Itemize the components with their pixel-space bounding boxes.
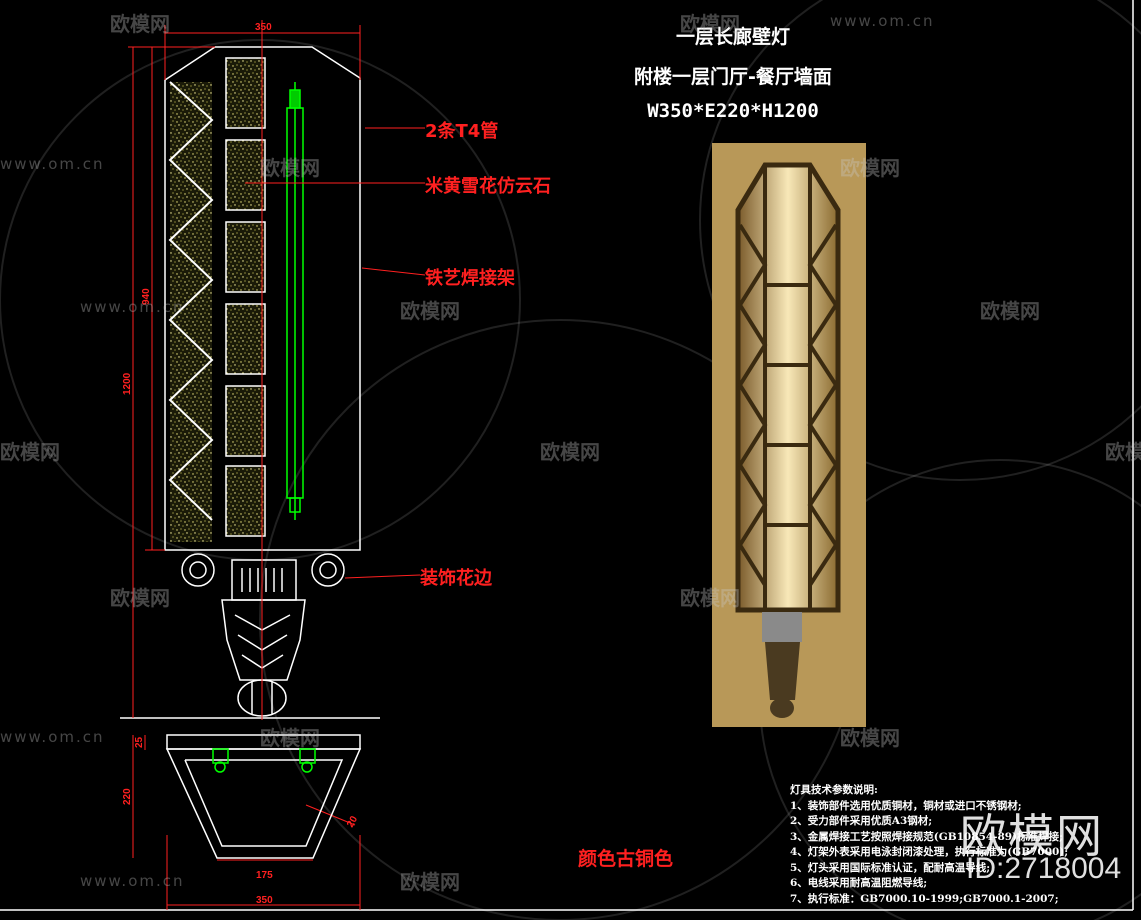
dimension-lines (128, 25, 426, 910)
t4-tube (286, 82, 304, 520)
watermark-url: www.om.cn (830, 12, 935, 30)
zigzag-frame (168, 81, 214, 521)
watermark-large: 欧模网 (960, 809, 1104, 863)
watermark-url: www.om.cn (0, 155, 105, 173)
watermark: 欧模网 (680, 586, 740, 610)
title-line-2: 附楼一层门厅-餐厅墙面 (634, 66, 832, 88)
dim-plan-thickness: 20 (345, 814, 360, 830)
watermark: 欧模网 (680, 12, 740, 36)
note-item: 3、金属焊接工艺按照焊接规范(GB10854-89)标准焊接; (790, 830, 1063, 843)
decorative-trim (181, 553, 345, 717)
stone-tiles (225, 57, 266, 537)
watermark: 欧模网 (110, 12, 170, 36)
callout-frame: 铁艺焊接架 (425, 268, 515, 289)
note-item: 2、受力部件采用优质A3钢材; (790, 815, 933, 827)
lamp-elevation (164, 20, 361, 720)
callout-trim: 装饰花边 (420, 568, 492, 589)
notes-heading: 灯具技术参数说明: (790, 784, 878, 796)
dim-height-total: 1200 (122, 372, 133, 395)
watermark-url: www.om.cn (80, 872, 185, 890)
watermark: 欧模网 (110, 586, 170, 610)
color-note: 颜色古铜色 (578, 848, 674, 870)
watermark: 欧模网 (400, 870, 460, 894)
watermark-url: www.om.cn (80, 298, 185, 316)
note-item: 7、执行标准：GB7000.10-1999;GB7000.1-2007; (790, 892, 1059, 905)
lamp-photo (712, 143, 866, 727)
callout-tube: 2条T4管 (425, 121, 499, 142)
watermark: 欧模网 (840, 726, 900, 750)
watermark: 欧模网 (260, 156, 320, 180)
vent-slots (241, 568, 283, 592)
note-item: 4、灯架外表采用电泳封闭漆处理，执行标准为(GB7000); (790, 846, 1069, 858)
watermark: 欧模网 (260, 726, 320, 750)
watermark: 欧模网 (400, 299, 460, 323)
watermark-url: www.om.cn (0, 728, 105, 746)
watermark: 欧模网 (1105, 440, 1141, 464)
watermark: 欧模网 (0, 440, 60, 464)
title-line-3: W350*E220*H1200 (647, 100, 819, 122)
watermark: 欧模网 (540, 440, 600, 464)
title-line-1: 一层长廊壁灯 (675, 26, 790, 48)
dim-plan-width: 350 (256, 895, 273, 906)
note-item: 5、灯头采用国际标准认证，配耐高温导线; (790, 861, 991, 874)
note-item: 1、装饰部件选用优质铜材，铜材或进口不锈钢材; (790, 799, 1022, 812)
callout-stone: 米黄雪花仿云石 (425, 176, 551, 197)
mounting-brackets (212, 748, 316, 773)
dimension-labels: 350 1200 940 25 220 20 175 350 (122, 22, 360, 906)
technical-notes: 灯具技术参数说明: 1、装饰部件选用优质铜材，铜材或进口不锈钢材; 2、受力部件… (790, 783, 1068, 907)
dim-plan-depth: 220 (122, 788, 133, 805)
dim-plan-depth-top: 25 (134, 736, 145, 748)
dim-height-body: 940 (141, 288, 152, 305)
lamp-plan-view (165, 734, 362, 859)
dim-width-top: 350 (255, 22, 272, 33)
dim-plan-inner-width: 175 (256, 870, 273, 881)
watermark-id: ID:2718004 (966, 852, 1122, 885)
note-item: 6、电线采用耐高温阻燃导线; (790, 877, 928, 889)
watermark: 欧模网 (980, 299, 1040, 323)
watermark: 欧模网 (840, 156, 900, 180)
